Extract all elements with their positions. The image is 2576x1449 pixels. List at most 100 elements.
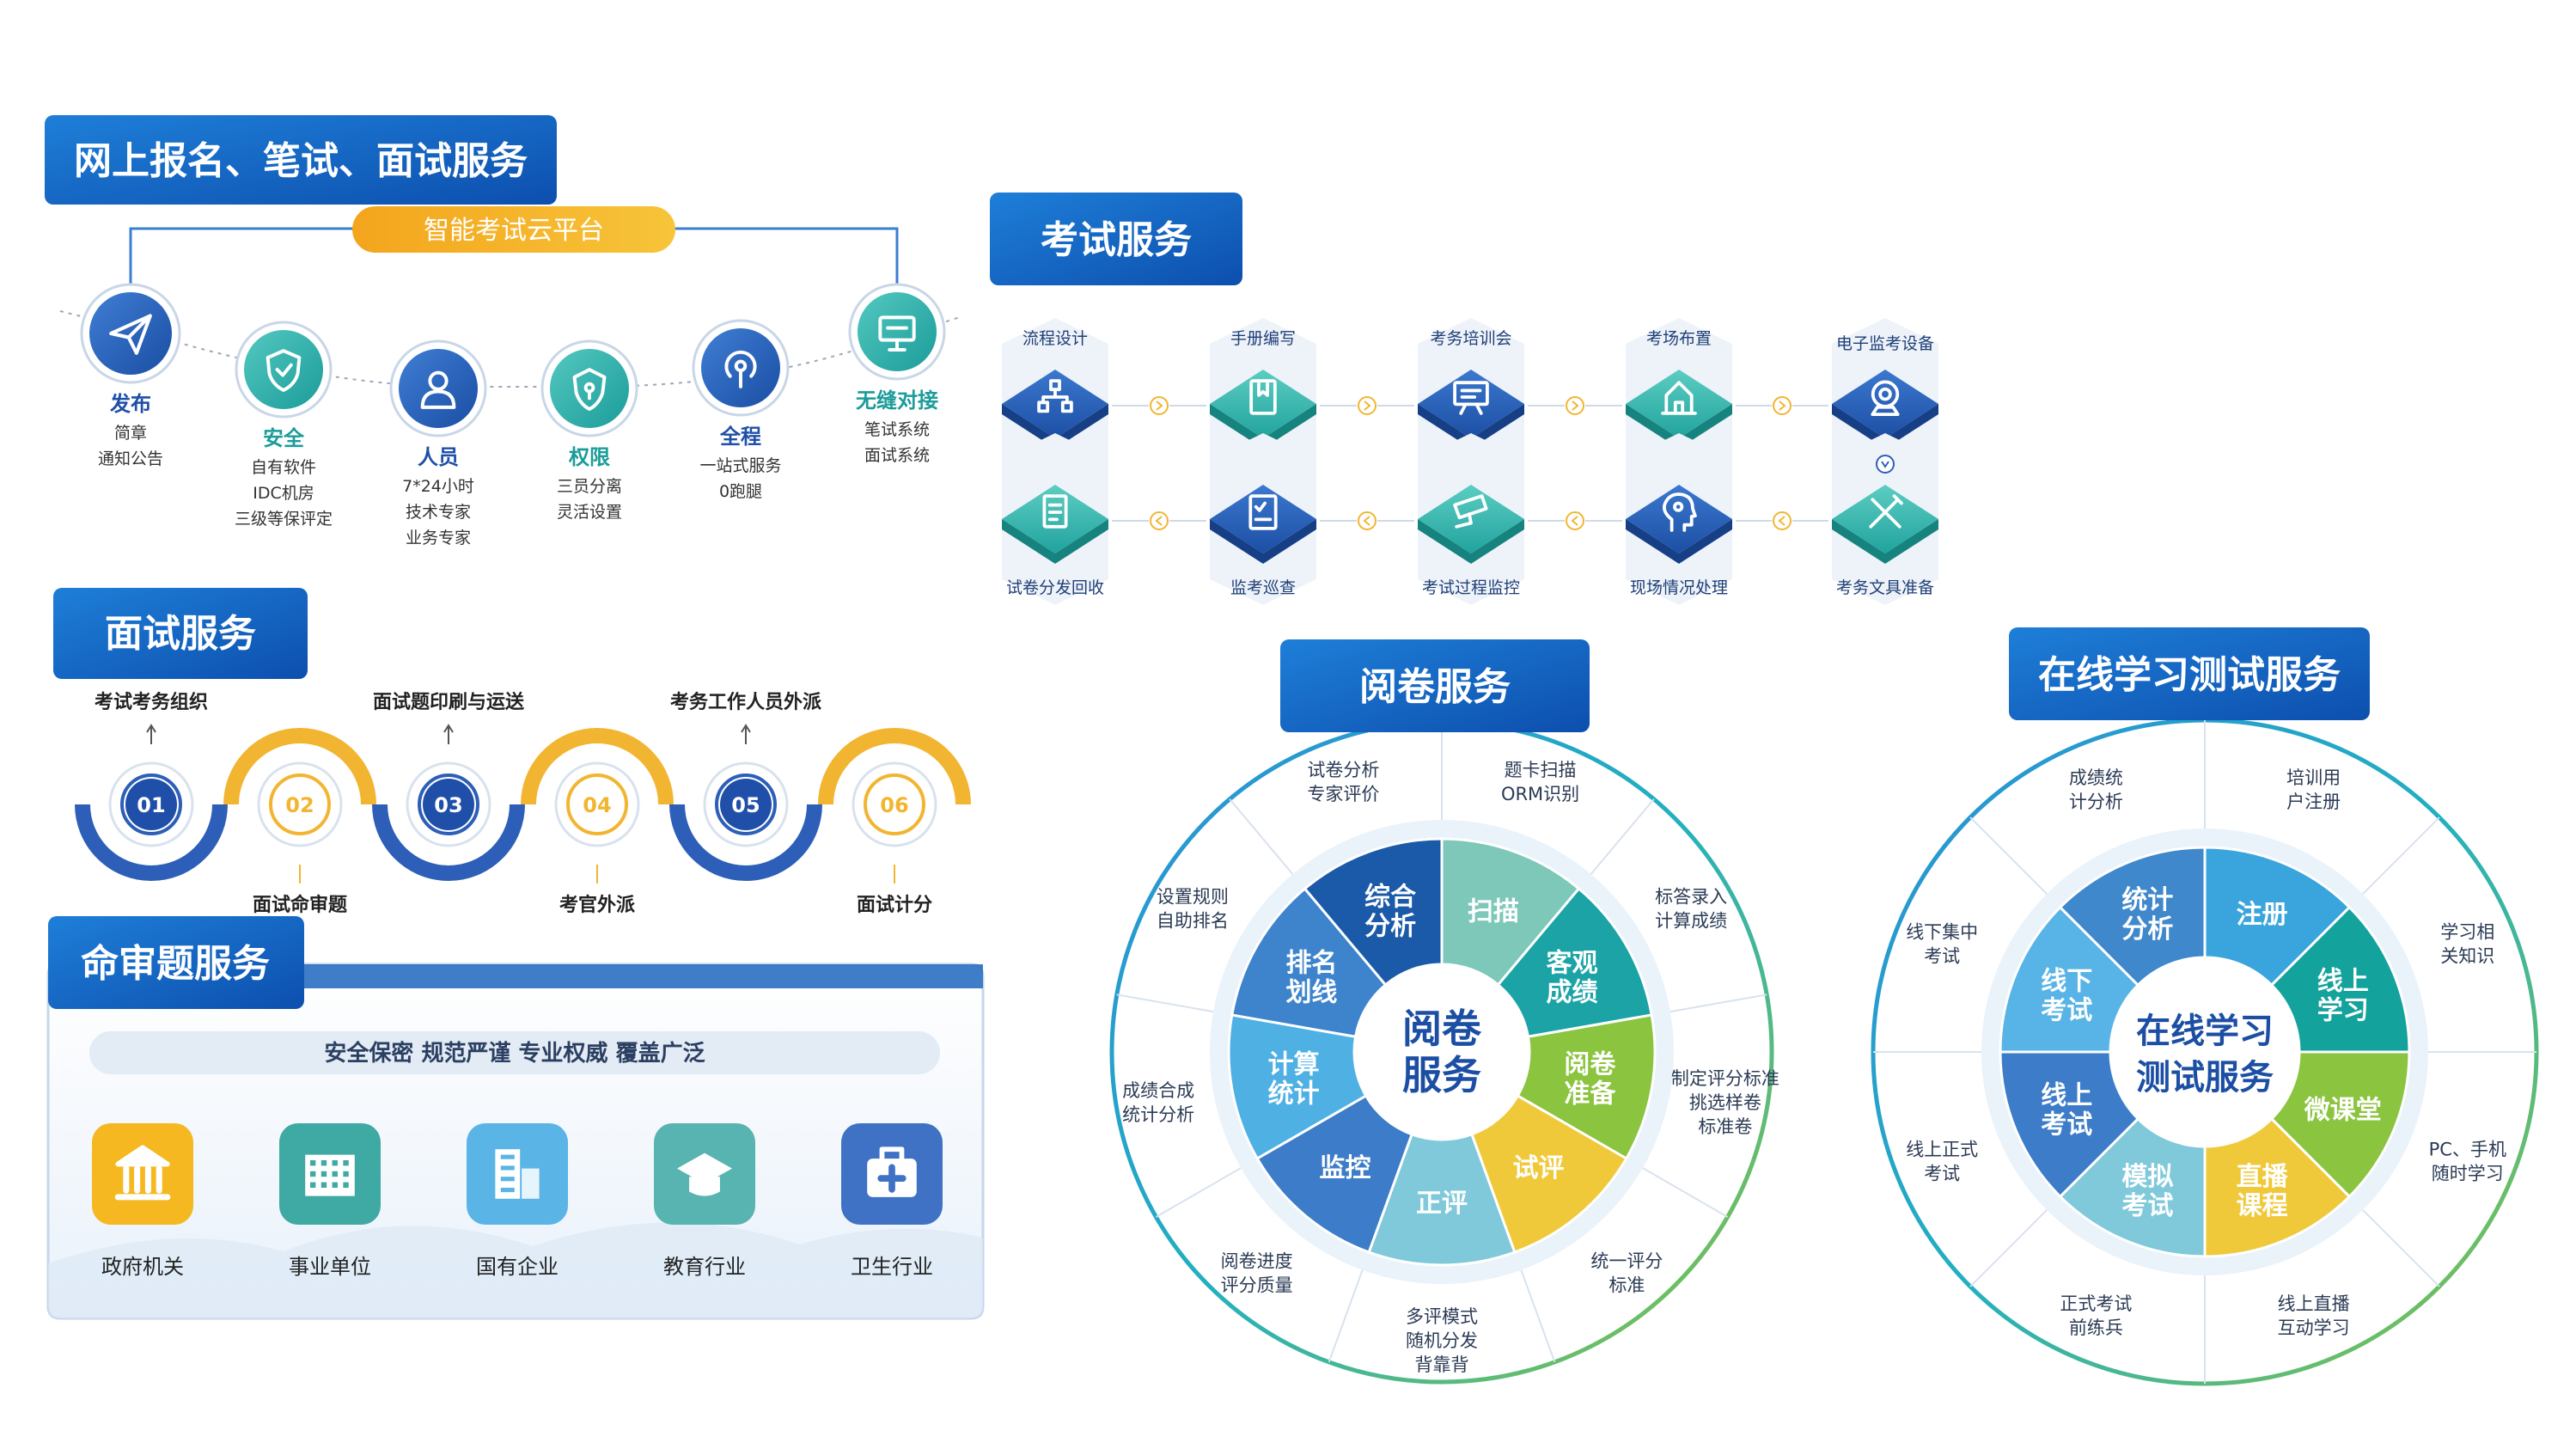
proposition-slogan: 安全保密 规范严谨 专业权威 覆盖广泛 — [324, 1040, 705, 1067]
marking-spoke — [1328, 1269, 1364, 1363]
exam-vertical-arrow — [1881, 461, 1889, 468]
proposition-item-label: 卫生行业 — [851, 1255, 933, 1279]
learning-title-bg — [2009, 627, 2370, 720]
online_learning-outer-label: 成绩统 — [2069, 767, 2123, 788]
exam-step-label: 手册编写 — [1230, 329, 1296, 348]
marking-title: 阅卷服务 — [1359, 665, 1511, 709]
proposition-item-tile — [92, 1123, 193, 1225]
online_learning-outer-label: 随时学习 — [2432, 1164, 2504, 1184]
exam-connector — [1358, 511, 1377, 530]
interview-arc — [372, 804, 525, 881]
interview-title-bg — [53, 588, 308, 679]
interview-step-number: 03 — [434, 793, 462, 817]
interview-arrow — [443, 724, 454, 733]
online_learning-spoke — [2362, 816, 2440, 895]
interview-step-number: 01 — [137, 793, 165, 817]
interview-step-fill — [423, 779, 474, 830]
interview-arrow — [146, 724, 156, 733]
exam-vertical-connector — [1876, 455, 1895, 474]
interview-steps: 01考试考务组织02面试命审题03面试题印刷与运送04考官外派05考务工作人员外… — [75, 691, 971, 916]
online-item-desc: 三员分离 — [557, 477, 622, 496]
paper-plane-icon — [109, 314, 152, 355]
interview-step-label: 面试计分 — [857, 895, 932, 916]
online_learning-outer-label: 考试 — [1924, 945, 1960, 966]
online-item-circle — [550, 349, 629, 428]
interview-title: 面试服务 — [105, 612, 256, 656]
platform-pill — [352, 206, 675, 253]
proposition-item-label: 国有企业 — [476, 1255, 559, 1279]
online-item-desc: 业务专家 — [406, 529, 471, 547]
exam-step-9: 现场情况处理 — [1626, 433, 1828, 605]
online_learning-outer-label: 关知识 — [2440, 945, 2494, 966]
marking-outer-label: 自助排名 — [1157, 911, 1229, 932]
online-title-bg — [45, 115, 557, 205]
online-item-desc: 0跑腿 — [719, 482, 762, 501]
signal-icon — [724, 350, 757, 388]
interview-arc — [223, 728, 376, 805]
interview-step-circle — [864, 773, 925, 835]
interview-arc — [669, 804, 822, 881]
online_learning-segment-label: 模拟 — [2121, 1162, 2173, 1192]
online_learning-outer-label: 正式考试 — [2060, 1293, 2132, 1314]
exam-connector-arrow — [1572, 400, 1579, 411]
online_learning-segment-label: 注册 — [2237, 900, 2288, 930]
online-item-desc: 简章 — [114, 424, 147, 443]
online_learning-outer-label: 计分析 — [2069, 792, 2123, 812]
handbook-icon — [1249, 379, 1277, 415]
exam-connector — [1150, 396, 1169, 415]
online_learning-segment-label: 统计 — [2121, 885, 2173, 915]
marking-segment-label: 监控 — [1320, 1153, 1371, 1183]
enterprise-building-icon — [495, 1149, 540, 1199]
timeline-dotted-line — [59, 310, 963, 388]
proposition-mountains — [48, 1222, 983, 1318]
marking-spoke — [1520, 1269, 1556, 1363]
marking-segment-label: 分析 — [1364, 912, 1416, 942]
online_learning-spoke — [1969, 816, 2048, 895]
online_learning-outer-label: 考试 — [1924, 1164, 1960, 1184]
proposition-item-label: 政府机关 — [101, 1255, 184, 1279]
marking-segment-label: 统计 — [1268, 1079, 1320, 1109]
marking-outer-label: 标准卷 — [1698, 1116, 1752, 1137]
exam-connector-arrow — [1155, 516, 1163, 526]
marking-section: 扫描题卡扫描ORM识别客观成绩标答录入计算成绩阅卷准备制定评分标准挑选样卷标准卷… — [1109, 639, 1779, 1385]
online_learning-spoke — [2362, 1209, 2440, 1287]
online-items: 发布简章通知公告安全自有软件IDC机房三级等保评定人员7*24小时技术专家业务专… — [80, 283, 946, 547]
exam-flow-grid: 流程设计手册编写考务培训会考场布置电子监考设备试卷分发回收监考巡查考试过程监控现… — [1002, 318, 1938, 605]
online-item-desc: 技术专家 — [406, 503, 471, 522]
proposition-title-bg — [48, 916, 304, 1009]
exam-section: 考试服务 流程设计手册编写考务培训会考场布置电子监考设备试卷分发回收监考巡查考试… — [990, 193, 1938, 605]
exam-connector-arrow — [1779, 400, 1786, 411]
online-item-desc: 灵活设置 — [557, 503, 622, 522]
interview-step-label: 考务工作人员外派 — [670, 691, 821, 713]
medical-kit-icon — [867, 1146, 917, 1197]
exam-step-diamond — [1832, 485, 1938, 553]
online_learning-segment-label: 考试 — [2121, 1191, 2173, 1221]
exam-connector — [1773, 396, 1792, 415]
online_learning-segment-label: 线上 — [2317, 966, 2369, 996]
graduation-cap-icon — [677, 1152, 732, 1196]
online-item-label: 安全 — [263, 426, 305, 450]
marking-outer-label: 随机分发 — [1406, 1330, 1478, 1351]
office-building-icon — [305, 1154, 355, 1196]
marking-outer-label: 计算成绩 — [1655, 911, 1727, 932]
proposition-item-label: 教育行业 — [663, 1255, 746, 1279]
exam-step-diamond-side — [1210, 519, 1316, 564]
online_learning-segment-label: 考试 — [2041, 995, 2092, 1025]
exam-connector-arrow — [1363, 516, 1370, 526]
exam-connector-arrow — [1778, 516, 1785, 526]
marking-segment-label: 客观 — [1547, 949, 1598, 979]
interview-step-circle — [269, 773, 331, 835]
online-item-circle — [244, 330, 323, 409]
exam-step-label: 流程设计 — [1022, 329, 1088, 348]
online-item-label: 无缝对接 — [856, 388, 938, 413]
online_learning-segment-label: 微课堂 — [2304, 1096, 2382, 1126]
lock-shield-icon — [572, 368, 607, 412]
marking-segment-label: 试评 — [1512, 1153, 1564, 1183]
online-item-desc: IDC机房 — [253, 484, 314, 503]
marking-segment-label: 成绩 — [1547, 978, 1598, 1008]
checklist-icon — [1248, 494, 1278, 530]
online_learning-outer-label: 前练兵 — [2069, 1318, 2123, 1338]
